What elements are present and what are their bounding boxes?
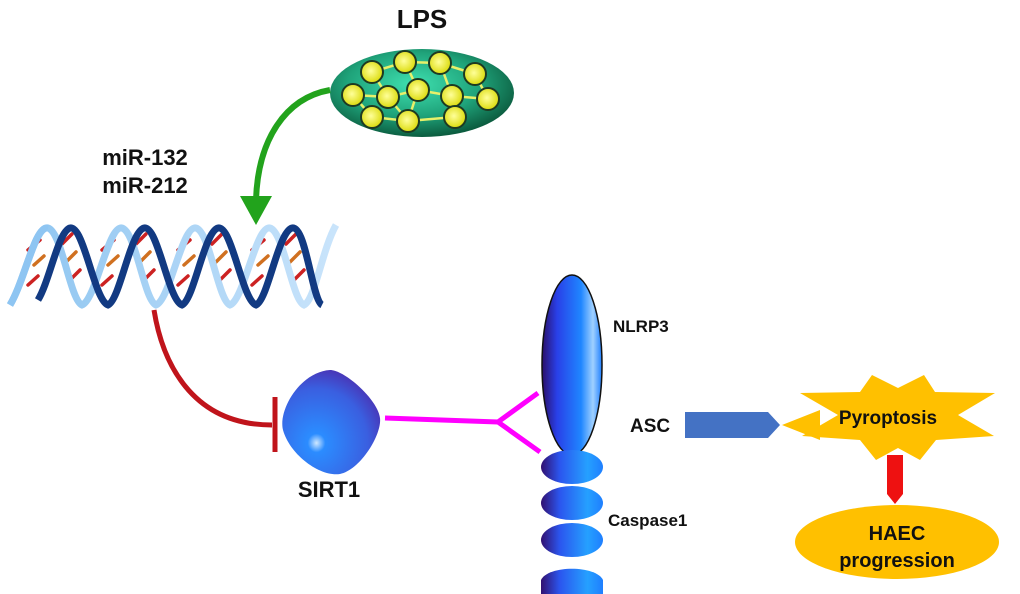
pyroptosis-label: Pyroptosis — [839, 408, 937, 429]
nlrp3-label: NLRP3 — [613, 317, 669, 336]
haec-label: HAEC — [869, 523, 926, 545]
sirt1-nlrp3-interaction-line — [384, 390, 542, 455]
sirt1-label: SIRT1 — [298, 477, 360, 502]
nlrp3-caspase1-complex-icon — [541, 274, 603, 594]
lps-activation-arrow — [240, 87, 331, 225]
lps-particle-icon — [330, 49, 514, 137]
haec-progression-node — [795, 505, 999, 579]
pyroptosis-haec-arrow — [887, 455, 903, 504]
sirt1-protein-icon — [282, 370, 381, 475]
asc-arrow — [685, 412, 780, 438]
mir-212-label: miR-212 — [102, 173, 188, 198]
inhibition-arrow — [151, 309, 278, 452]
dna-helix-icon — [6, 223, 340, 309]
pyroptosis-star — [800, 375, 995, 460]
caspase1-label: Caspase1 — [608, 511, 687, 530]
lps-label: LPS — [397, 4, 448, 34]
pyroptosis-star-left-point — [782, 410, 820, 440]
mir-132-label: miR-132 — [102, 145, 188, 170]
asc-label: ASC — [630, 416, 670, 437]
progression-label: progression — [839, 550, 955, 572]
